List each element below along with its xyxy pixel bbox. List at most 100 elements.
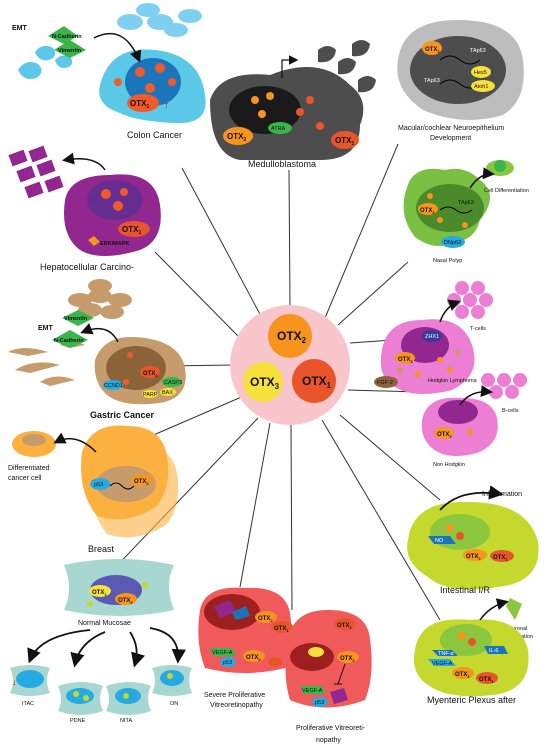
gastric-ncadherin: N-Cadherin — [54, 338, 84, 344]
gastric-emt: EMT — [38, 325, 54, 332]
gastric-otx: OTX — [143, 371, 155, 377]
medullo-otx2: OTX — [227, 132, 244, 141]
myenteric-title: Myenteric Plexus after — [427, 695, 516, 705]
connector-lines — [109, 143, 441, 621]
intestinal-otx2: OTX — [466, 554, 478, 560]
hodgkin-otx: OTX — [398, 357, 410, 363]
mucosae-panel: OTX1 OTX2 Normal Mucosae ↓ ITAC PDNE NIT… — [10, 559, 192, 724]
mucosae-on: ON — [170, 701, 178, 707]
svg-text:OTX2: OTX2 — [340, 656, 355, 663]
svg-text:OTX3: OTX3 — [250, 375, 280, 391]
proliferative-panel: OTX1 OTX2 VEGF-A p53 Proliferative Vitre… — [285, 610, 372, 744]
myenteric-panel: Neuronal Degeneration TNF-α VEGF-A IL-6 … — [413, 598, 533, 705]
severe-otx1: OTX — [274, 626, 286, 632]
hodgkin-panel: T-cells ZHX1 OTX2 FGF-2 Hodgkin Lymphoma — [374, 281, 493, 394]
svg-text:↓: ↓ — [12, 677, 17, 687]
svg-text:OTX2: OTX2 — [277, 329, 307, 345]
hepatocellular-panel: OTX1 ERK/MAPK Hepatocellular Carcino- — [8, 145, 161, 272]
svg-text:OTX1: OTX1 — [130, 99, 149, 110]
svg-text:OTX1: OTX1 — [479, 677, 494, 684]
myenteric-il6: IL-6 — [489, 648, 498, 654]
hepato-otx: OTX — [122, 225, 139, 234]
nasal-dnp63: DNp63 — [444, 240, 461, 246]
breast-diff-1: Differentiated — [8, 465, 50, 472]
nonhodgkin-otx: OTX — [437, 432, 449, 438]
center-otx-hub: OTX2 OTX3 OTX1 — [230, 305, 350, 425]
hodgkin-title: Hodgkin Lymphoma — [428, 378, 478, 384]
mucosae-pdne: PDNE — [70, 718, 86, 724]
gastric-parp: PARP — [143, 392, 158, 398]
prolif-title-1: Proliferative Vitreoreti- — [296, 725, 366, 732]
otx3-circle — [243, 362, 283, 402]
mucosae-nita: NITA — [120, 718, 132, 724]
colon-vimentin: Vimentin — [58, 48, 82, 54]
myenteric-vegf: VEGF-A — [432, 661, 453, 667]
macular-hes5: Hes5 — [474, 70, 487, 76]
hepato-erk: ERK/MAPK — [100, 241, 129, 247]
otx1-circle — [292, 359, 336, 403]
colon-cancer-panel: OTX1 ↑ N-Cadherin Vimentin EMT Colon Can… — [12, 3, 206, 140]
hodgkin-tcells: T-cells — [470, 326, 486, 332]
nonhodgkin-title: Non Hodgkin — [433, 462, 465, 468]
colon-ncadherin: N-Cadherin — [52, 34, 82, 40]
gastric-vimentin: Vimentin — [64, 316, 88, 322]
macular-otx: OTX — [425, 47, 437, 53]
severe-title-2: Vitreoretinopathy — [210, 702, 263, 709]
svg-text:OTX1: OTX1 — [122, 225, 141, 236]
nonhodgkin-panel: B-cells OTX2 Non Hodgkin — [421, 373, 527, 468]
hepato-title: Hepatocellular Carcino- — [40, 262, 134, 272]
prolif-otx2: OTX — [340, 656, 352, 662]
otx3-sub: 3 — [275, 382, 280, 391]
intestinal-otx1: OTX — [493, 555, 505, 561]
medulloblastoma-panel: OTX2 ATRA OTX1 Medulloblastoma — [210, 40, 376, 169]
svg-text:OTX2: OTX2 — [437, 432, 452, 439]
gastric-title: Gastric Cancer — [90, 410, 155, 420]
otx2-sub: 2 — [302, 336, 307, 345]
intestinal-panel: OTX2 OTX1 NO Inflammation Intestinal I/R — [407, 485, 539, 595]
svg-text:OTX1: OTX1 — [274, 626, 289, 633]
svg-text:↑: ↑ — [164, 100, 169, 111]
nonhodgkin-bcells: B-cells — [502, 408, 519, 414]
macular-atoh1: Atoh1 — [474, 84, 488, 90]
svg-text:OTX2: OTX2 — [466, 554, 481, 561]
svg-text:OTX2: OTX2 — [118, 598, 133, 605]
svg-text:OTX2: OTX2 — [258, 616, 273, 623]
intestinal-title: Intestinal I/R — [440, 585, 491, 595]
colon-title: Colon Cancer — [127, 130, 182, 140]
severe-p53: p53 — [223, 660, 232, 666]
nasal-otx: OTX — [420, 208, 432, 214]
hodgkin-zhx1: ZHX1 — [425, 334, 439, 340]
breast-p53: p53 — [94, 482, 103, 488]
breast-diff-2: cancer cell — [8, 475, 42, 482]
breast-title: Breast — [88, 544, 115, 554]
gastric-bax: BAX — [162, 390, 173, 396]
severe-otx2: OTX — [258, 616, 270, 622]
gastric-casp3: CASP3 — [164, 380, 182, 386]
svg-text:OTX1: OTX1 — [335, 136, 354, 147]
macular-tap63b: TAp63 — [424, 78, 440, 84]
svg-text:OTX1: OTX1 — [302, 374, 332, 390]
medullo-atra: ATRA — [271, 126, 286, 132]
prolif-vegf: VEGF-A — [302, 688, 323, 694]
otx3-label: OTX — [250, 375, 275, 389]
colon-emt: EMT — [12, 25, 28, 32]
svg-text:OTX2: OTX2 — [246, 655, 261, 662]
otx1-sub: 1 — [327, 381, 332, 390]
intestinal-inflammation: Inflammation — [482, 491, 522, 498]
gastric-panel: OTX2 CCND1 CASP3 BAX PARP Vimentin N-Cad… — [8, 279, 186, 420]
svg-text:OTX2: OTX2 — [420, 208, 435, 215]
severe-vegf: VEGF-A — [212, 650, 233, 656]
nasal-cell-diff: Cell Differentiation — [484, 188, 529, 194]
svg-text:OTX2: OTX2 — [398, 357, 413, 364]
otx1-label: OTX — [302, 374, 327, 388]
mucosae-otx1: OTX — [92, 590, 104, 596]
svg-text:OTX1: OTX1 — [337, 623, 352, 630]
intestinal-no: NO — [435, 538, 444, 544]
prolif-p53: p53 — [315, 700, 324, 706]
myenteric-tnf: TNF-α — [438, 651, 455, 657]
macular-panel: OTX2 TAp63 TAp63 Hes5 Atoh1 Macular/coch… — [397, 20, 524, 142]
macular-title-2: Development — [430, 135, 471, 142]
severe-title-1: Severe Proliferative — [204, 692, 265, 699]
nasal-polyp-panel: OTX2 TAp63 DNp63 Cell Differentiation Na… — [403, 160, 529, 264]
breast-panel: Differentiated cancer cell p53 OTX2 Brea… — [8, 425, 179, 554]
